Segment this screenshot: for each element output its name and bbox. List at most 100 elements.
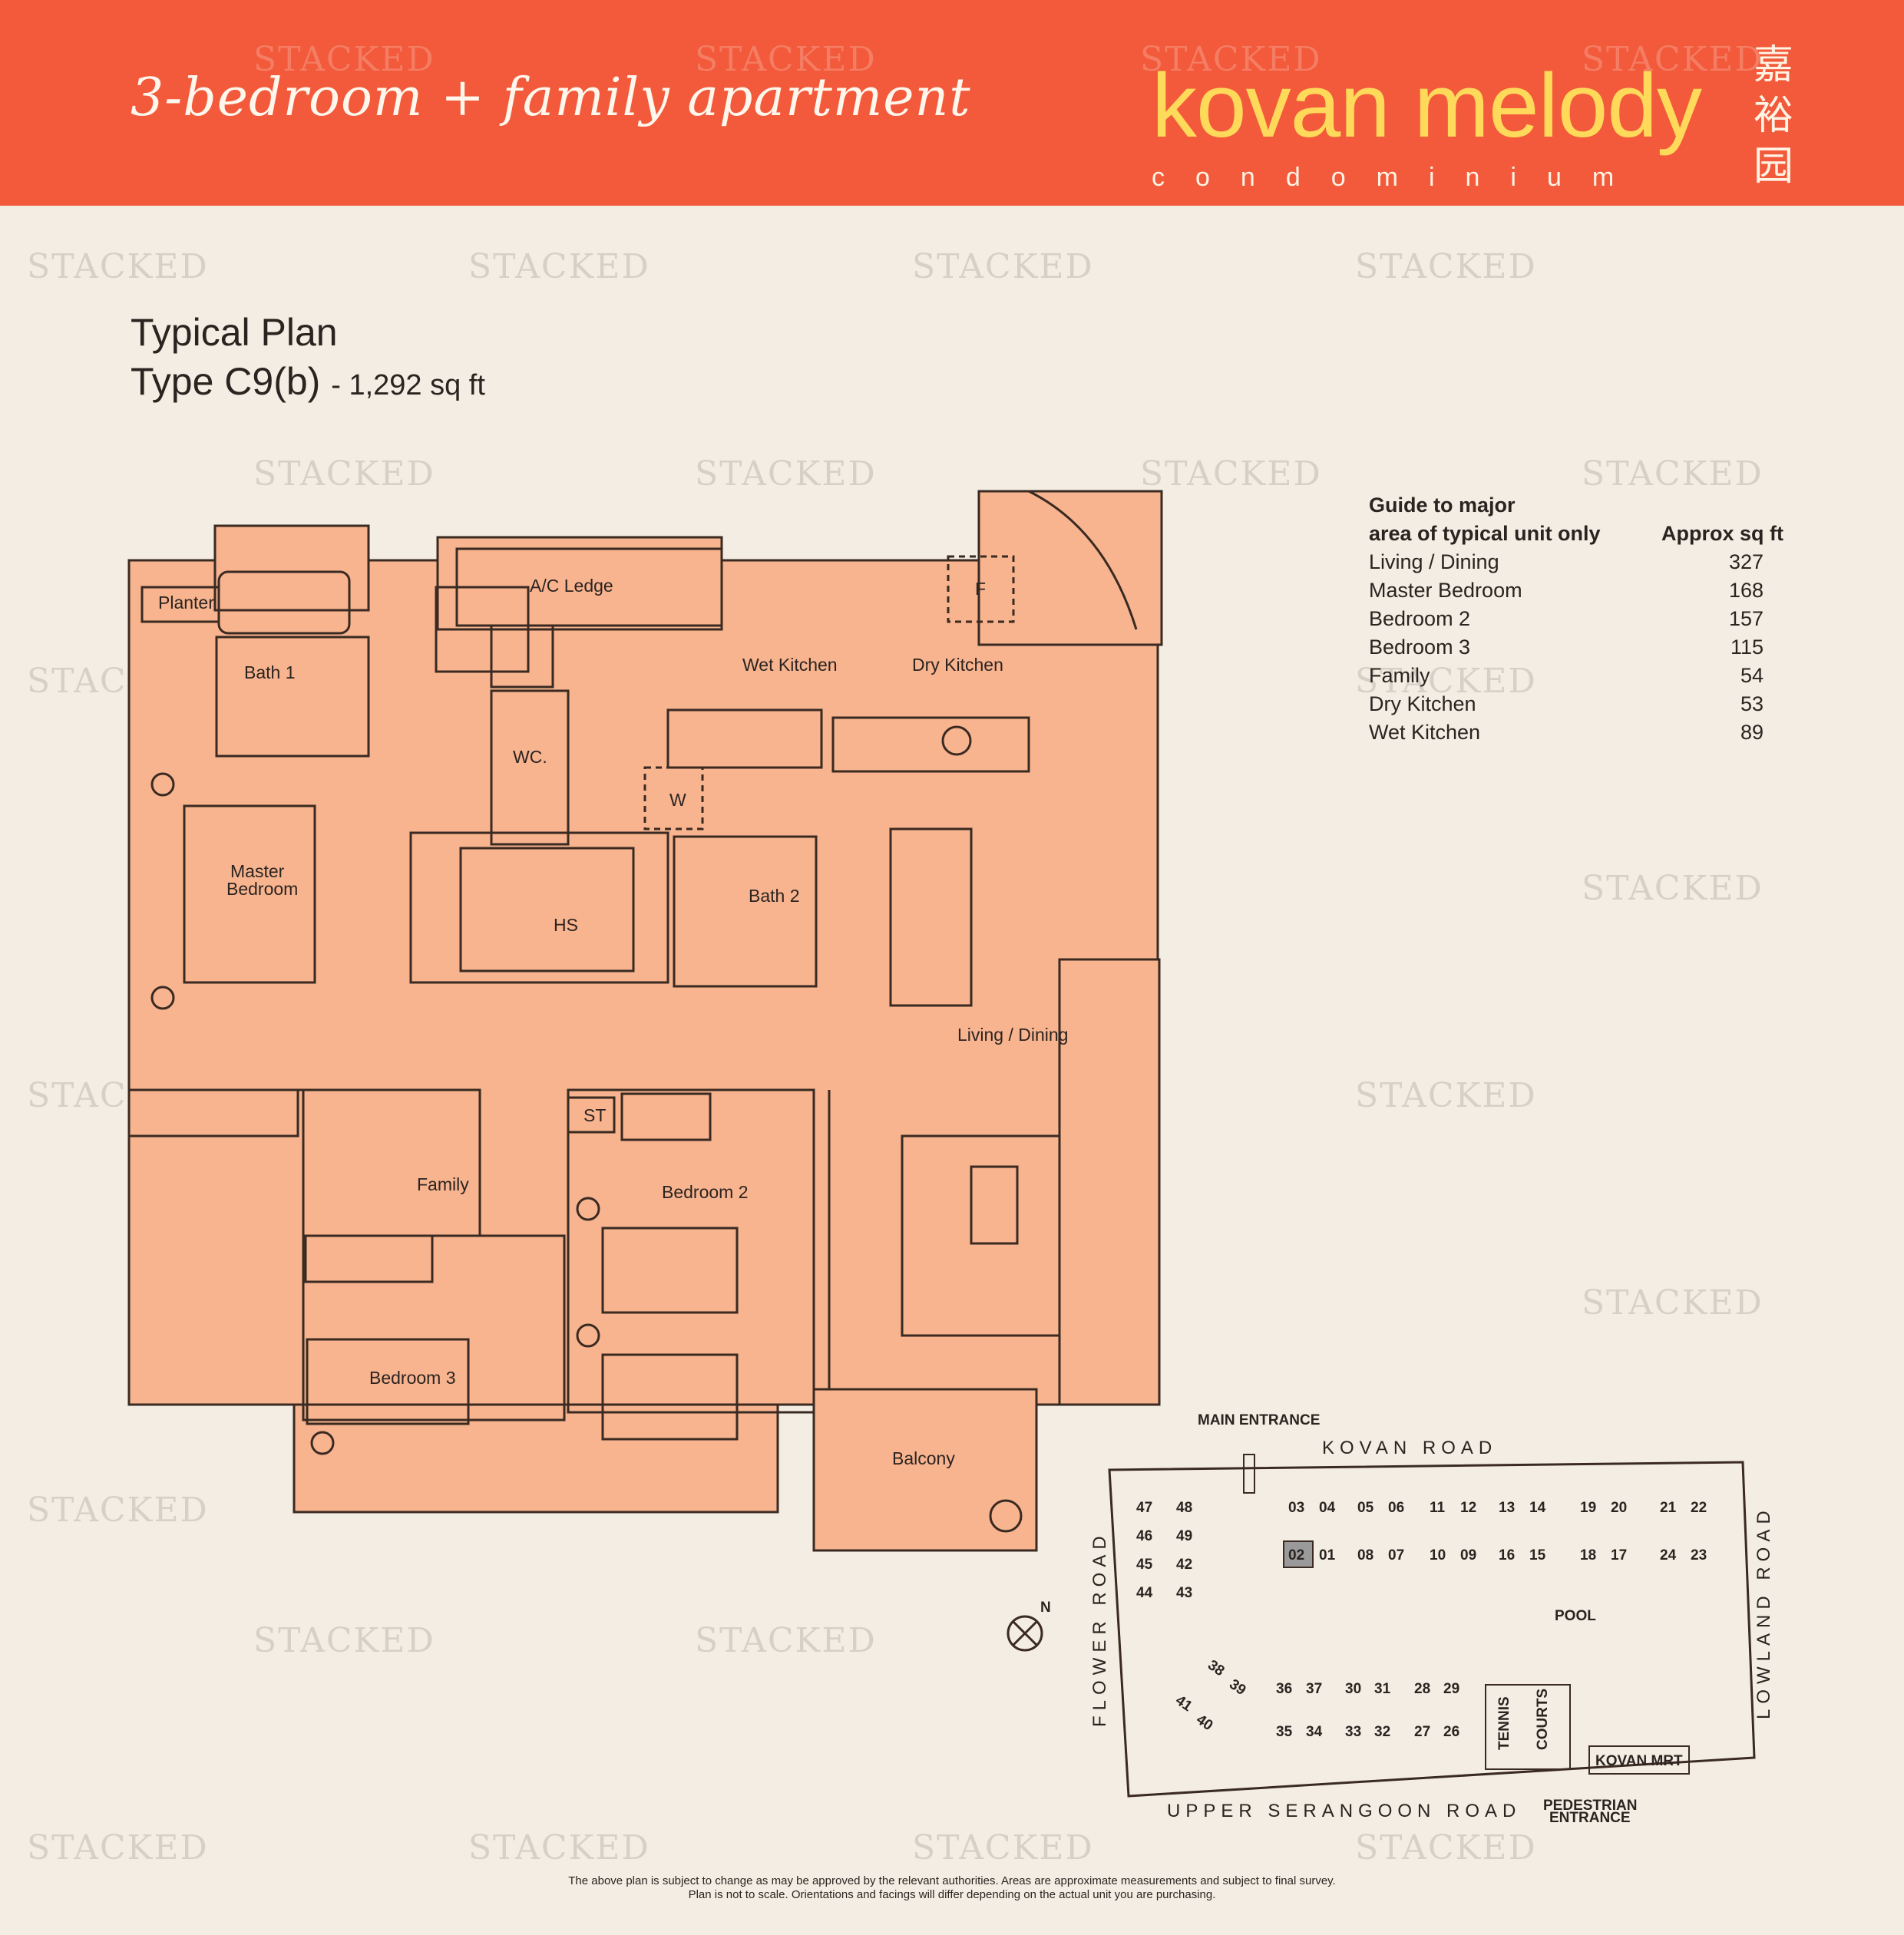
main-entrance-gate bbox=[1243, 1454, 1255, 1494]
pedestrian-entrance-label-1: PEDESTRIAN bbox=[1543, 1798, 1637, 1814]
guide-heading-2: area of typical unit only bbox=[1369, 522, 1601, 545]
planter-label: Planter bbox=[158, 593, 214, 613]
washer-label: W bbox=[669, 790, 686, 810]
household-shelter-room bbox=[409, 831, 669, 984]
site-unit-number: 49 bbox=[1176, 1528, 1192, 1544]
master-label-line1: Master bbox=[230, 861, 285, 881]
wc-room bbox=[490, 689, 570, 846]
unit-type-title: 3-bedroom + family apartment bbox=[131, 68, 971, 128]
site-unit-number: 34 bbox=[1306, 1724, 1323, 1740]
brand-logo: kovan melody bbox=[1152, 55, 1702, 157]
disclaimer: The above plan is subject to change as m… bbox=[461, 1874, 1443, 1902]
north-compass-cross bbox=[1012, 1620, 1038, 1646]
master-bed bbox=[183, 804, 316, 984]
dining-table bbox=[889, 827, 973, 1007]
master-ledge bbox=[127, 1088, 299, 1138]
unit-floor-plan bbox=[127, 490, 1163, 1552]
master-bedroom-wall bbox=[129, 1088, 305, 1420]
lowland-road-label: LOWLAND ROAD bbox=[1754, 1505, 1774, 1719]
bath2-room bbox=[673, 835, 818, 988]
site-unit-number: 18 bbox=[1580, 1547, 1596, 1564]
balcony-plant bbox=[989, 1499, 1023, 1533]
site-unit-number: 40 bbox=[1193, 1712, 1215, 1734]
site-unit-number: 41 bbox=[1172, 1692, 1195, 1715]
site-unit-number: 08 bbox=[1357, 1547, 1373, 1564]
site-unit-number: 36 bbox=[1276, 1681, 1292, 1697]
interior-walls bbox=[129, 490, 1138, 1533]
bath1-upper bbox=[213, 524, 370, 612]
main-door-swing bbox=[1028, 490, 1138, 630]
balcony-area bbox=[812, 1388, 1038, 1552]
site-unit-number: 06 bbox=[1388, 1500, 1404, 1516]
bedroom3-light-point bbox=[310, 1431, 335, 1455]
coffee-table bbox=[970, 1165, 1019, 1245]
site-unit-number: 38 bbox=[1205, 1657, 1227, 1679]
site-unit-number: 24 bbox=[1660, 1547, 1677, 1564]
site-unit-number: 07 bbox=[1388, 1547, 1404, 1564]
north-label: N bbox=[1040, 1600, 1051, 1616]
kovan-mrt-label: KOVAN MRT bbox=[1595, 1753, 1683, 1769]
site-unit-number: 23 bbox=[1691, 1547, 1707, 1564]
site-unit-number: 09 bbox=[1460, 1547, 1476, 1564]
site-unit-number: 19 bbox=[1580, 1500, 1596, 1516]
guide-row-value: 115 bbox=[1730, 636, 1764, 659]
ac-ledge-label: A/C Ledge bbox=[530, 576, 613, 596]
bath2-label: Bath 2 bbox=[749, 886, 800, 906]
guide-row: Master Bedroom 168 bbox=[1369, 576, 1783, 605]
balcony-label: Balcony bbox=[892, 1448, 955, 1468]
bedroom2-light-point bbox=[576, 1323, 600, 1348]
brand-cjk-logo: 嘉 裕 园 bbox=[1750, 40, 1797, 192]
pool-label: POOL bbox=[1555, 1608, 1596, 1624]
site-unit-number: 11 bbox=[1430, 1500, 1446, 1516]
brand-cjk-char: 嘉 bbox=[1753, 42, 1793, 88]
store-room bbox=[567, 1096, 616, 1134]
dry-kitchen-label: Dry Kitchen bbox=[912, 655, 1003, 675]
site-unit-number: 35 bbox=[1276, 1724, 1293, 1740]
bath1-label: Bath 1 bbox=[244, 662, 296, 682]
wet-kitchen-counter bbox=[666, 708, 823, 769]
master-light-point bbox=[150, 986, 175, 1010]
site-unit-number: 48 bbox=[1176, 1500, 1192, 1516]
hs-label: HS bbox=[554, 915, 578, 935]
site-unit-number: 30 bbox=[1345, 1681, 1361, 1697]
guide-row-label: Master Bedroom bbox=[1369, 579, 1522, 602]
family-label: Family bbox=[417, 1174, 469, 1194]
site-unit-number: 16 bbox=[1499, 1547, 1515, 1564]
guide-row-value: 157 bbox=[1728, 607, 1764, 630]
brand-subtitle: condominium bbox=[1152, 163, 1645, 192]
bedroom2-room bbox=[567, 1088, 815, 1414]
site-unit-number: 26 bbox=[1443, 1724, 1459, 1740]
guide-row-value: 54 bbox=[1740, 664, 1764, 687]
dry-kitchen-upper bbox=[977, 490, 1163, 646]
shower-box bbox=[490, 624, 554, 688]
bedroom3-ledge bbox=[293, 1403, 779, 1514]
room-labels: Planter Bath 1 A/C Ledge Wet Kitchen Dry… bbox=[158, 576, 1068, 1468]
north-compass-icon bbox=[1007, 1615, 1043, 1652]
store-label: ST bbox=[583, 1105, 606, 1125]
site-unit-number: 17 bbox=[1611, 1547, 1627, 1564]
master-label-line2: Bedroom bbox=[226, 879, 298, 899]
guide-heading: Guide to major bbox=[1369, 494, 1516, 517]
plan-type: Type C9(b) - 1,292 sq ft bbox=[131, 359, 485, 404]
site-boundary bbox=[1108, 1461, 1756, 1798]
guide-row-value: 168 bbox=[1728, 579, 1764, 602]
site-unit-number: 13 bbox=[1499, 1500, 1515, 1516]
bedroom2-light-point bbox=[576, 1197, 600, 1221]
site-plan: MAIN ENTRANCE KOVAN ROAD UPPER SERANGOON… bbox=[1007, 1412, 1774, 1826]
site-unit-number: 22 bbox=[1691, 1500, 1707, 1516]
guide-row-value: 327 bbox=[1728, 550, 1764, 573]
bathtub bbox=[217, 570, 351, 635]
site-unit-number: 14 bbox=[1529, 1500, 1546, 1516]
site-unit-number: 45 bbox=[1136, 1557, 1153, 1573]
disclaimer-line2: Plan is not to scale. Orientations and f… bbox=[688, 1888, 1216, 1901]
sofa-set bbox=[901, 1134, 1061, 1337]
guide-column-header: Approx sq ft bbox=[1661, 522, 1783, 545]
bath1-wardrobe bbox=[435, 586, 530, 673]
dry-kitchen-counter bbox=[831, 716, 1030, 773]
washer-space bbox=[643, 766, 704, 830]
